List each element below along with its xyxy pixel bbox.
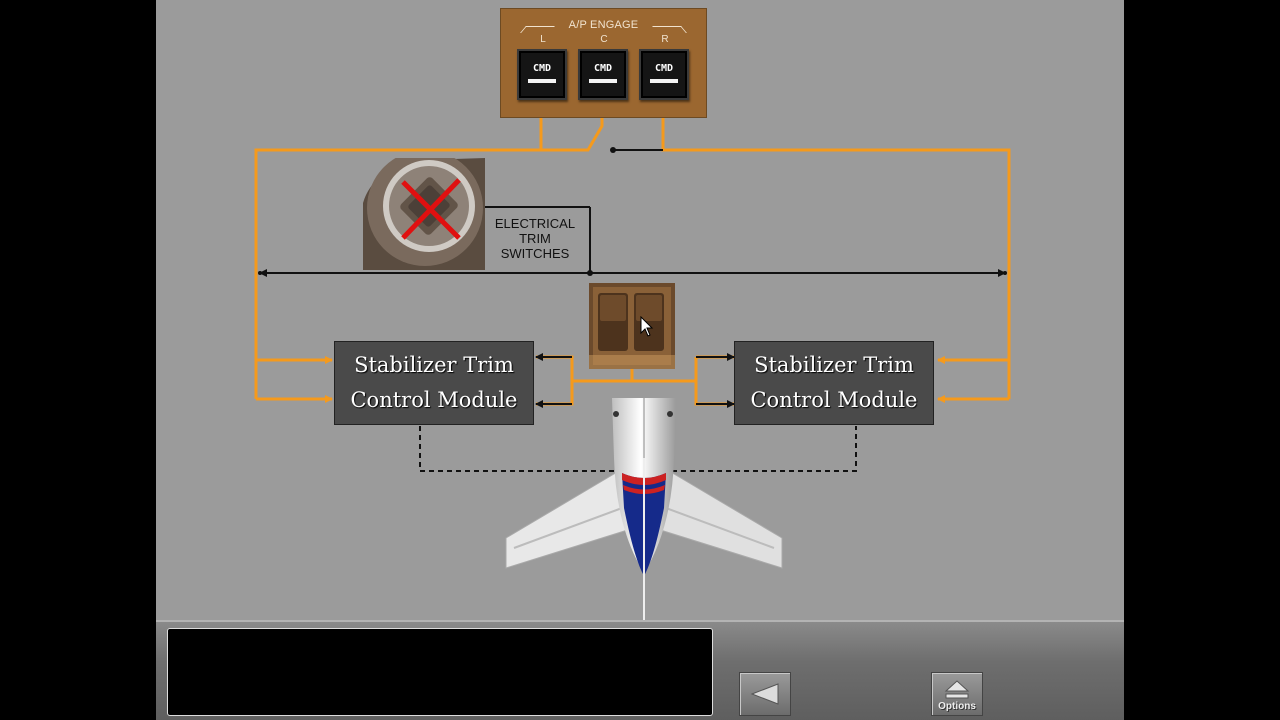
module-right-line-2: Control Module <box>750 388 918 412</box>
label-line-3: SWITCHES <box>500 246 570 261</box>
position-label-r: R <box>661 34 669 45</box>
label-line-1: ELECTRICAL <box>494 216 576 231</box>
cmd-button-r[interactable]: CMD <box>639 49 689 100</box>
cmd-button-c-label: CMD <box>593 63 613 74</box>
cmd-indicator-bar <box>650 79 678 83</box>
cmd-button-l-label: CMD <box>532 63 552 74</box>
stabilizer-trim-control-module-right: Stabilizer Trim Control Module <box>734 341 934 425</box>
cmd-button-c[interactable]: CMD <box>578 49 628 100</box>
narration-text-box <box>167 628 713 716</box>
ap-engage-title: A/P ENGAGE <box>568 19 639 31</box>
module-left-line-2: Control Module <box>350 388 518 412</box>
back-arrow-icon <box>750 683 779 705</box>
cmd-indicator-bar <box>528 79 556 83</box>
position-label-c: C <box>600 34 608 45</box>
cursor-icon <box>640 316 654 337</box>
options-button[interactable]: Options <box>931 672 983 716</box>
back-button[interactable] <box>739 672 791 716</box>
cmd-indicator-bar <box>589 79 617 83</box>
module-left-line-1: Stabilizer Trim <box>354 353 514 377</box>
stabilizer-rocker-switch-photo[interactable] <box>589 283 675 369</box>
cmd-button-l[interactable]: CMD <box>517 49 567 100</box>
junction-dot <box>587 270 593 276</box>
bottom-control-bar: Options <box>156 620 1124 720</box>
trim-switch-photo <box>363 158 485 270</box>
training-stage: ELECTRICAL TRIM SWITCHES A/P ENGAGE L C … <box>156 0 1124 720</box>
ap-engage-panel: A/P ENGAGE L C R CMD CMD CMD <box>500 8 707 118</box>
eject-icon <box>944 680 970 699</box>
options-label: Options <box>938 701 976 712</box>
junction-dot-left <box>258 271 262 275</box>
switch-pivot <box>610 147 616 153</box>
airplane-tail-illustration <box>505 398 783 620</box>
module-right-line-1: Stabilizer Trim <box>754 353 914 377</box>
stabilizer-trim-control-module-left: Stabilizer Trim Control Module <box>334 341 534 425</box>
label-line-2: TRIM <box>519 231 551 246</box>
junction-dot-right <box>1003 271 1007 275</box>
position-label-l: L <box>540 34 546 45</box>
cmd-button-r-label: CMD <box>654 63 674 74</box>
electrical-trim-switches-label: ELECTRICAL TRIM SWITCHES <box>480 216 590 261</box>
ap-power-wiring <box>254 118 1011 406</box>
